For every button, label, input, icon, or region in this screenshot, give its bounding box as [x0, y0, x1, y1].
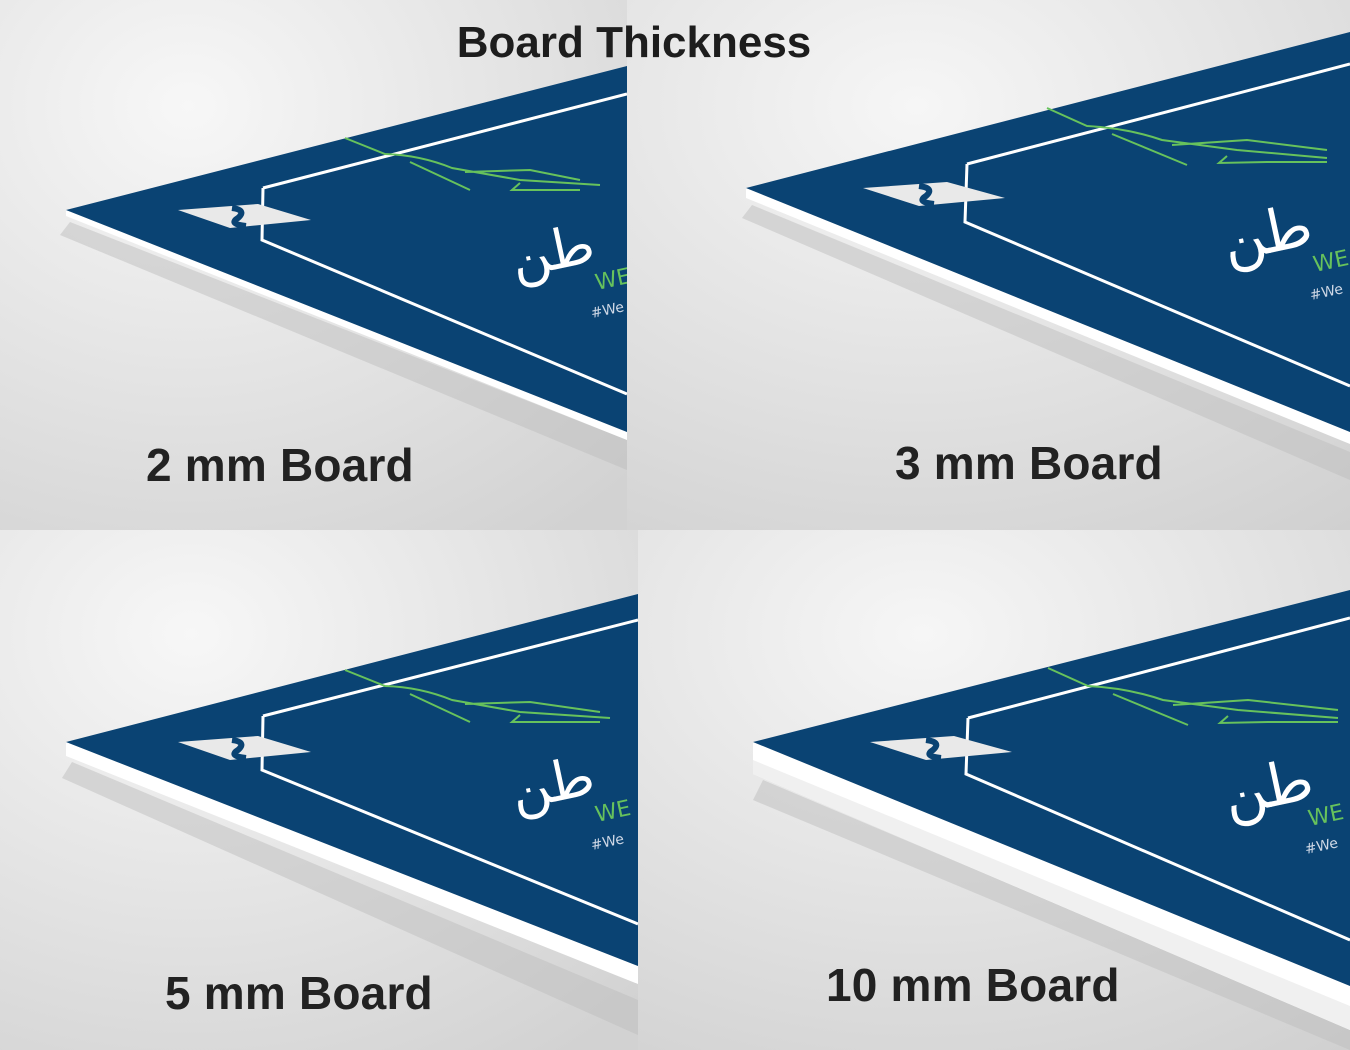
- board-label: 2 mm Board: [146, 439, 414, 491]
- board-face: [66, 594, 638, 966]
- hand-outline-icon: [344, 137, 601, 191]
- board-shadow: [742, 205, 1350, 480]
- board-face: [66, 66, 627, 432]
- logo-mark-icon: [925, 737, 942, 761]
- board-shadow: [60, 222, 627, 470]
- logo-hashtag: #We: [1304, 835, 1340, 858]
- board-label: 10 mm Board: [826, 959, 1120, 1011]
- logo-icon: [178, 204, 311, 228]
- panel-10mm: طن WE #We 10 mm Board: [638, 530, 1350, 1050]
- board-label: 5 mm Board: [165, 967, 433, 1019]
- hand-outline-icon: [1046, 107, 1328, 166]
- logo-icon: [178, 736, 311, 760]
- border-line: [966, 62, 1350, 166]
- logo-mark-icon: [231, 737, 247, 761]
- logo-subtext: WE: [593, 264, 627, 296]
- logo-hashtag: #We: [590, 299, 626, 322]
- border-line: [963, 163, 1350, 388]
- border-line: [967, 616, 1350, 720]
- border-line: [262, 618, 638, 718]
- board-shadow: [753, 780, 1350, 1050]
- border-line: [260, 187, 627, 396]
- board-edge: [746, 188, 1350, 444]
- logo-icon: [870, 736, 1012, 760]
- panel-2mm: طن WE #We 2 mm Board: [0, 0, 627, 530]
- board-edge: [66, 742, 638, 984]
- panel-3mm: طن WE #We 3 mm Board: [627, 0, 1350, 530]
- page-title: Board Thickness: [456, 18, 812, 67]
- panel-5mm: طن WE #We 5 mm Board: [0, 530, 638, 1050]
- logo-mark-icon: [918, 183, 935, 207]
- board-edge: [66, 210, 627, 440]
- board-edge-shade: [753, 760, 1350, 1030]
- board-label: 3 mm Board: [895, 437, 1163, 489]
- hand-outline-icon: [1047, 667, 1339, 726]
- board-face: [746, 32, 1350, 432]
- board-face: [753, 590, 1350, 986]
- board-shadow: [62, 762, 638, 1035]
- logo-mark-icon: [231, 205, 247, 229]
- logo-hashtag: #We: [1309, 281, 1345, 304]
- border-line: [964, 717, 1350, 942]
- hand-outline-icon: [344, 669, 611, 723]
- border-line: [262, 92, 627, 190]
- logo-hashtag: #We: [590, 831, 626, 854]
- logo-icon: [863, 182, 1005, 206]
- border-line: [260, 715, 638, 926]
